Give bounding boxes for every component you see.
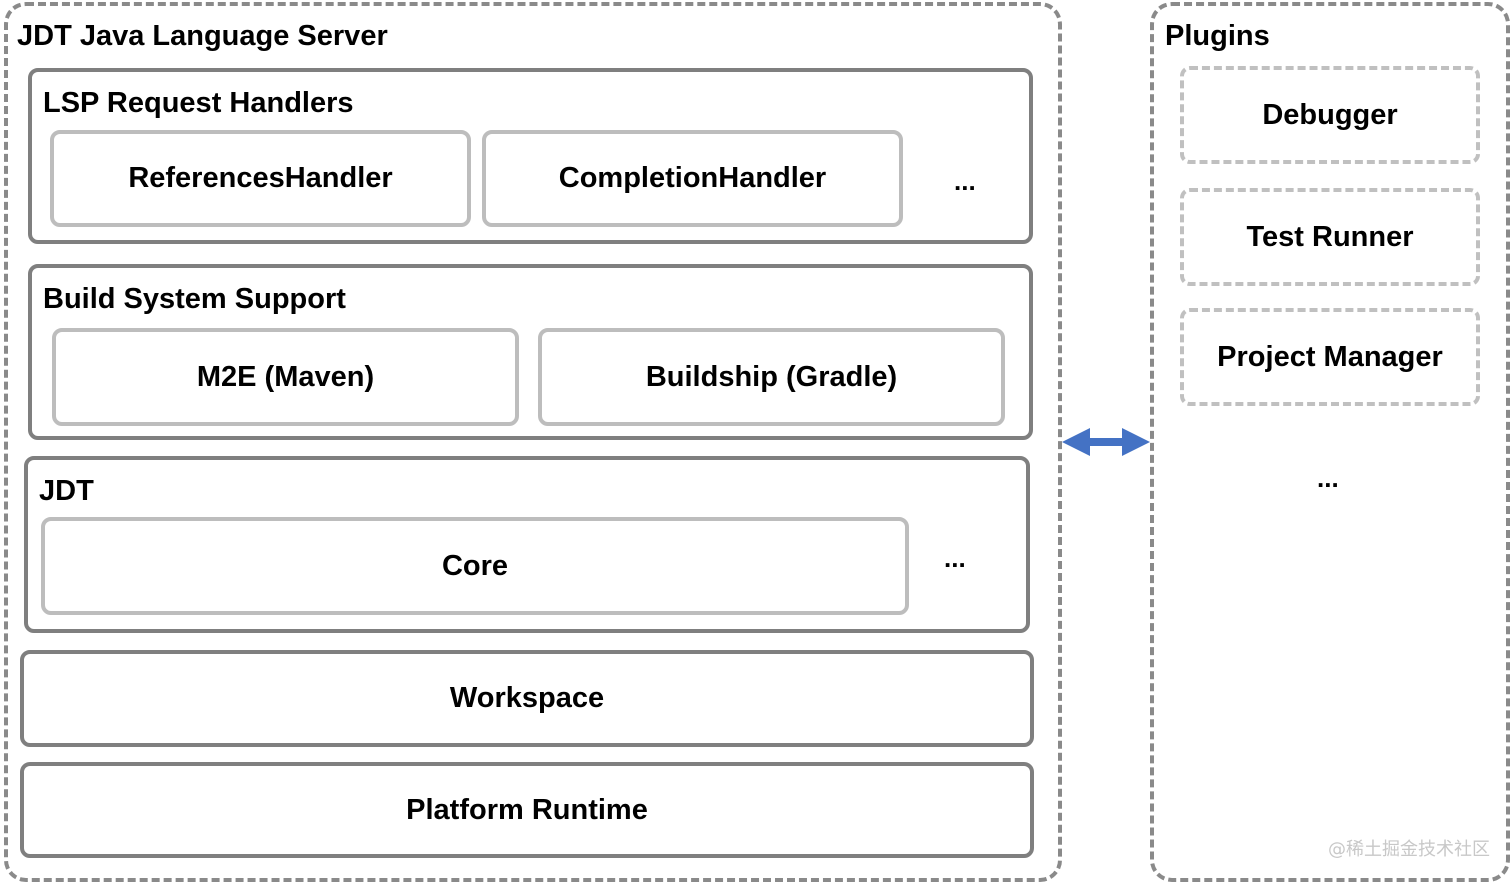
project-manager-label: Project Manager xyxy=(1217,340,1443,373)
plugins-container xyxy=(1150,2,1510,882)
test-runner-box: Test Runner xyxy=(1180,188,1480,286)
lsp-request-handlers-title: LSP Request Handlers xyxy=(43,87,354,119)
buildship-gradle-box: Buildship (Gradle) xyxy=(538,328,1005,426)
completion-handler-label: CompletionHandler xyxy=(558,162,827,194)
lsp-more-ellipsis: ... xyxy=(954,166,976,196)
completion-handler-box: CompletionHandler xyxy=(482,130,903,227)
test-runner-label: Test Runner xyxy=(1246,220,1414,253)
build-system-support-title: Build System Support xyxy=(43,283,346,315)
project-manager-box: Project Manager xyxy=(1180,308,1480,406)
jdt-language-server-container xyxy=(4,2,1062,882)
debugger-label: Debugger xyxy=(1262,98,1398,131)
jdt-language-server-title: JDT Java Language Server xyxy=(17,20,388,52)
references-handler-label: ReferencesHandler xyxy=(128,162,393,194)
buildship-gradle-label: Buildship (Gradle) xyxy=(645,360,898,393)
watermark: @稀土掘金技术社区 xyxy=(1328,839,1490,860)
jdt-core-label: Core xyxy=(441,549,509,582)
workspace-box: Workspace xyxy=(20,650,1034,747)
jdt-more-ellipsis: ... xyxy=(944,543,966,573)
m2e-maven-box: M2E (Maven) xyxy=(52,328,519,426)
bidirectional-arrow-icon xyxy=(1062,428,1150,456)
workspace-label: Workspace xyxy=(449,682,605,714)
references-handler-box: ReferencesHandler xyxy=(50,130,471,227)
jdt-core-box: Core xyxy=(41,517,909,615)
platform-runtime-box: Platform Runtime xyxy=(20,762,1034,858)
debugger-box: Debugger xyxy=(1180,66,1480,164)
plugins-more-ellipsis: ... xyxy=(1317,463,1339,493)
platform-runtime-label: Platform Runtime xyxy=(406,793,648,826)
m2e-maven-label: M2E (Maven) xyxy=(196,360,375,393)
jdt-title: JDT xyxy=(39,475,94,507)
plugins-title: Plugins xyxy=(1165,20,1270,52)
